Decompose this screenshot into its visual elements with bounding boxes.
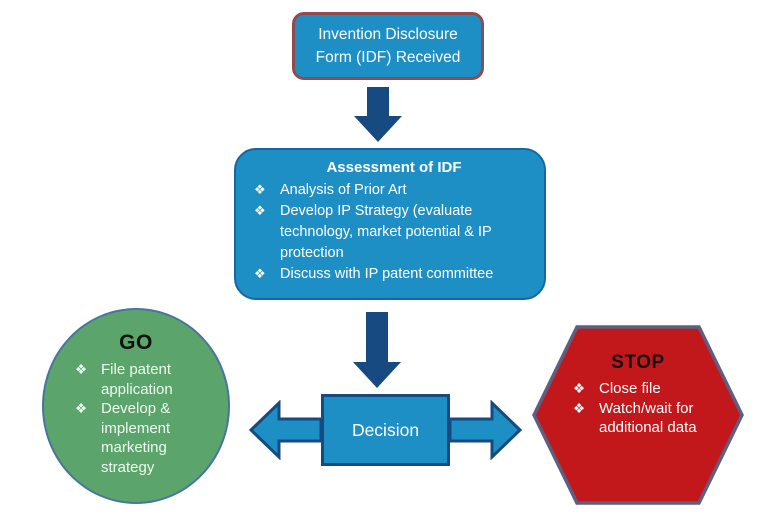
assessment-item: Analysis of Prior Art [280,182,407,198]
go-item: File patent application [101,361,173,398]
assessment-item: Develop IP Strategy (evaluate technology… [280,202,492,261]
down-arrow-connector-1-icon [354,87,402,142]
list-item: ❖ Develop & implement marketing strategy [75,399,228,477]
left-arrow-connector-icon [249,400,323,460]
stop-node: STOP ❖ Close file ❖ Watch/wait for addit… [531,325,745,505]
list-item: ❖ Analysis of Prior Art [254,180,534,201]
list-item: ❖ Close file [573,379,745,399]
diamond-bullet-icon: ❖ [573,400,586,416]
hexagon-shape-icon [532,325,744,505]
go-title: GO [119,331,153,354]
idf-received-label: Invention Disclosure Form (IDF) Received [315,25,461,66]
diamond-bullet-icon: ❖ [254,265,266,281]
list-item: ❖ Watch/wait for additional data [573,399,745,438]
down-arrow-connector-2-icon [353,312,401,388]
decision-node: Decision [321,394,450,466]
list-item: ❖ File patent application [75,360,228,399]
assessment-item: Discuss with IP patent committee [280,265,494,282]
go-item: Develop & implement marketing strategy [101,400,171,476]
diamond-bullet-icon: ❖ [573,381,586,396]
assessment-title: Assessment of IDF [326,159,462,176]
diamond-bullet-icon: ❖ [254,202,266,218]
diamond-bullet-icon: ❖ [75,401,88,416]
go-node: GO ❖ File patent application ❖ Develop &… [42,308,230,504]
stop-title: STOP [611,352,665,373]
assessment-bullet-list: ❖ Analysis of Prior Art ❖ Develop IP Str… [254,180,534,284]
assessment-node: Assessment of IDF ❖ Analysis of Prior Ar… [234,148,546,300]
diamond-bullet-icon: ❖ [254,182,266,197]
decision-label: Decision [351,419,420,440]
idf-received-node: Invention Disclosure Form (IDF) Received [292,12,484,80]
go-bullet-list: ❖ File patent application ❖ Develop & im… [75,360,228,477]
list-item: ❖ Discuss with IP patent committee [254,264,534,285]
stop-item: Watch/wait for additional data [599,399,697,437]
stop-item: Close file [599,380,661,397]
stop-bullet-list: ❖ Close file ❖ Watch/wait for additional… [573,379,745,438]
list-item: ❖ Develop IP Strategy (evaluate technolo… [254,201,534,264]
stop-content: STOP ❖ Close file ❖ Watch/wait for addit… [531,325,745,438]
diamond-bullet-icon: ❖ [75,362,88,377]
right-arrow-connector-icon [448,400,522,460]
